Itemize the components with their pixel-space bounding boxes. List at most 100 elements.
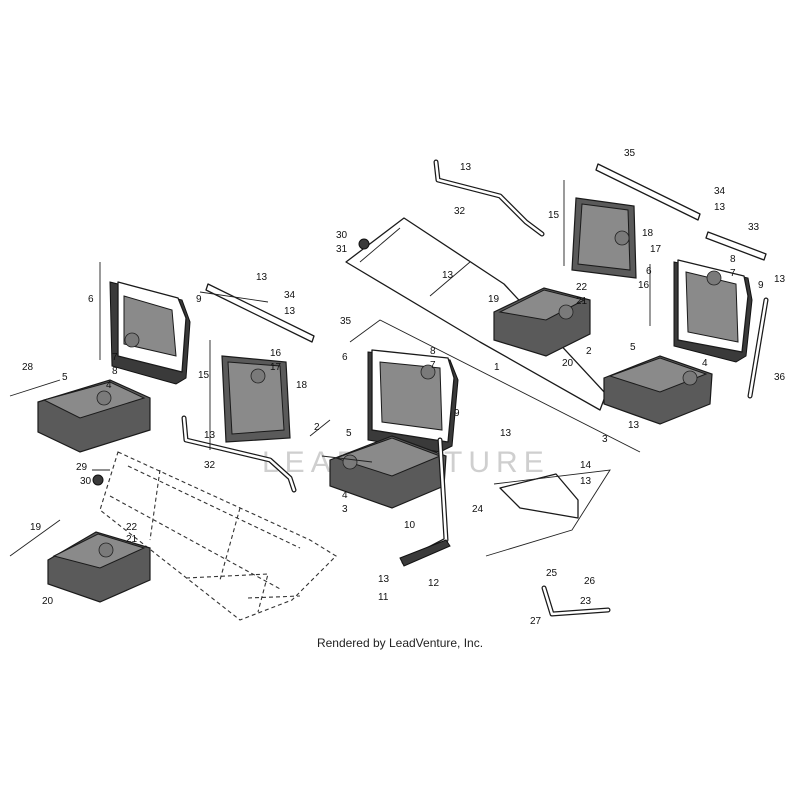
callout-35a: 35 bbox=[340, 316, 352, 327]
left-grab-handle bbox=[181, 415, 297, 493]
callout-2b: 2 bbox=[586, 346, 592, 357]
left-back-panel bbox=[221, 355, 291, 443]
callout-9b: 9 bbox=[454, 408, 460, 419]
callout-25: 25 bbox=[546, 568, 558, 579]
callout-4b: 4 bbox=[342, 490, 348, 501]
callout-20b: 20 bbox=[562, 358, 574, 369]
callout-28: 28 bbox=[22, 362, 34, 373]
right-back-emblem bbox=[706, 270, 722, 286]
callout-15a: 15 bbox=[198, 370, 210, 381]
callout-numbers: 6 9 7 8 28 5 4 29 30 19 22 21 20 13 34 1… bbox=[22, 148, 786, 627]
right-bumper-30 bbox=[358, 238, 370, 250]
right-loose-emblem bbox=[558, 304, 574, 320]
left-mount-bar bbox=[205, 283, 315, 343]
callout-10: 10 bbox=[404, 520, 416, 531]
callout-13j: 13 bbox=[628, 420, 640, 431]
callout-32b: 32 bbox=[454, 206, 466, 217]
callout-7a: 7 bbox=[112, 352, 118, 363]
callout-7c: 7 bbox=[730, 268, 736, 279]
callout-21b: 21 bbox=[576, 296, 588, 307]
callout-4c: 4 bbox=[702, 358, 708, 369]
callout-30a: 30 bbox=[80, 476, 92, 487]
callout-34b: 34 bbox=[714, 186, 726, 197]
callout-4a: 4 bbox=[106, 380, 112, 391]
callout-15b: 15 bbox=[548, 210, 560, 221]
right-panel-emblem bbox=[614, 230, 630, 246]
callout-22b: 22 bbox=[576, 282, 588, 293]
left-bumper-30 bbox=[92, 474, 104, 486]
right-seat-back bbox=[673, 259, 753, 363]
center-bottom-emblem bbox=[342, 454, 358, 470]
callout-3b: 3 bbox=[602, 434, 608, 445]
callout-5a: 5 bbox=[62, 372, 68, 383]
callout-5c: 5 bbox=[630, 342, 636, 353]
right-seat-bottom bbox=[603, 355, 713, 425]
callout-13g: 13 bbox=[442, 270, 454, 281]
callout-6a: 6 bbox=[88, 294, 94, 305]
callout-13a: 13 bbox=[256, 272, 268, 283]
leader-lines bbox=[9, 180, 651, 557]
callout-9a: 9 bbox=[196, 294, 202, 305]
right-bottom-emblem bbox=[682, 370, 698, 386]
floor-plate-24 bbox=[499, 473, 579, 519]
right-mount-bar bbox=[595, 163, 701, 221]
callout-18b: 18 bbox=[642, 228, 654, 239]
callout-27: 27 bbox=[530, 616, 542, 627]
right-loose-seat bbox=[493, 287, 591, 357]
callout-17a: 17 bbox=[270, 362, 282, 373]
left-bottom-emblem bbox=[96, 390, 112, 406]
callout-30b: 30 bbox=[336, 230, 348, 241]
bracket-27 bbox=[541, 585, 611, 617]
callout-12: 12 bbox=[428, 578, 440, 589]
render-credit: Rendered by LeadVenture, Inc. bbox=[316, 636, 484, 650]
callout-13i: 13 bbox=[774, 274, 786, 285]
callout-8a: 8 bbox=[112, 366, 118, 377]
callout-2a: 2 bbox=[314, 422, 320, 433]
callout-1: 1 bbox=[494, 362, 500, 373]
right-back-panel bbox=[571, 197, 637, 279]
callout-13h: 13 bbox=[714, 202, 726, 213]
callout-13c: 13 bbox=[204, 430, 216, 441]
callout-9c: 9 bbox=[758, 280, 764, 291]
callout-13e: 13 bbox=[378, 574, 390, 585]
left-panel-emblem bbox=[250, 368, 266, 384]
callout-19b: 19 bbox=[488, 294, 500, 305]
callout-23: 23 bbox=[580, 596, 592, 607]
left-seat-bottom bbox=[37, 379, 151, 453]
center-seat-back bbox=[367, 349, 459, 453]
callout-16a: 16 bbox=[270, 348, 282, 359]
center-step-rail bbox=[399, 437, 451, 567]
callout-17b: 17 bbox=[650, 244, 662, 255]
callout-20a: 20 bbox=[42, 596, 54, 607]
callout-13b: 13 bbox=[284, 306, 296, 317]
callout-7b: 7 bbox=[430, 360, 436, 371]
callout-32a: 32 bbox=[204, 460, 216, 471]
callout-5b: 5 bbox=[346, 428, 352, 439]
center-seat-bottom bbox=[329, 435, 447, 509]
callout-13k: 13 bbox=[580, 476, 592, 487]
left-seat-back bbox=[109, 281, 191, 385]
callout-6b: 6 bbox=[342, 352, 348, 363]
callout-36: 36 bbox=[774, 372, 786, 383]
callout-13f: 13 bbox=[460, 162, 472, 173]
right-strap-36 bbox=[747, 297, 769, 399]
left-seat-frame bbox=[99, 451, 337, 621]
left-loose-seat bbox=[47, 531, 151, 603]
callout-22a: 22 bbox=[126, 522, 138, 533]
right-bracket-33 bbox=[705, 231, 767, 261]
callout-8b: 8 bbox=[430, 346, 436, 357]
callout-19a: 19 bbox=[30, 522, 42, 533]
callout-29: 29 bbox=[76, 462, 88, 473]
callout-6c: 6 bbox=[646, 266, 652, 277]
callout-33: 33 bbox=[748, 222, 760, 233]
center-back-emblem bbox=[420, 364, 436, 380]
callout-3a: 3 bbox=[342, 504, 348, 515]
right-upper-handle bbox=[433, 159, 545, 237]
left-back-emblem bbox=[124, 332, 140, 348]
callout-26: 26 bbox=[584, 576, 596, 587]
callout-21a: 21 bbox=[126, 534, 138, 545]
callout-18a: 18 bbox=[296, 380, 308, 391]
callout-14: 14 bbox=[580, 460, 592, 471]
callout-35b: 35 bbox=[624, 148, 636, 159]
